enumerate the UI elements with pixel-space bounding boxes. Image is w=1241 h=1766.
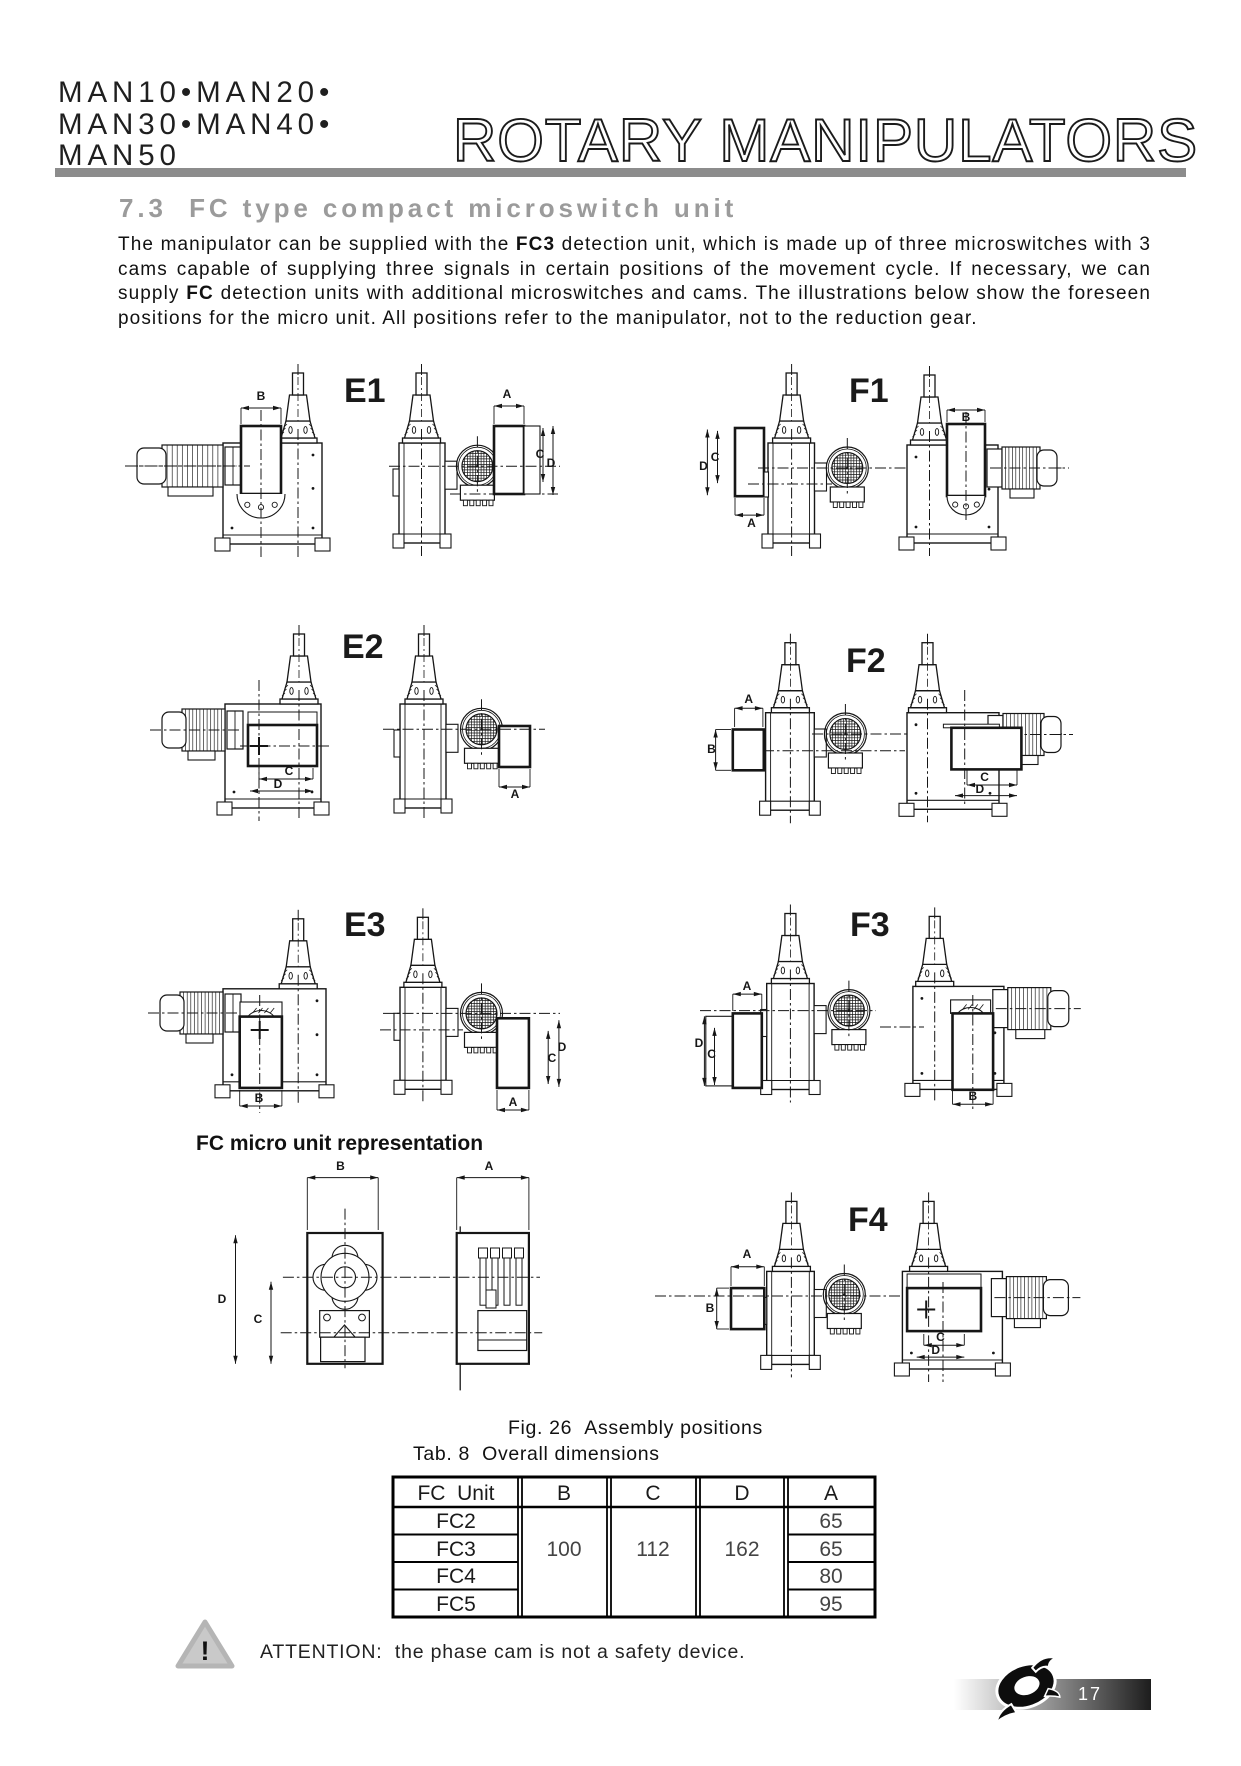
svg-text:100: 100 (546, 1538, 581, 1561)
svg-text:FC Unit: FC Unit (417, 1482, 494, 1505)
svg-text:162: 162 (724, 1538, 759, 1561)
svg-text:B: B (707, 742, 716, 756)
svg-text:A: A (747, 516, 756, 530)
svg-text:B: B (706, 1301, 715, 1315)
svg-text:D: D (218, 1292, 227, 1306)
svg-text:D: D (931, 1343, 940, 1357)
svg-text:A: A (743, 1247, 752, 1261)
svg-text:A: A (824, 1482, 838, 1505)
svg-text:FC4: FC4 (436, 1565, 476, 1588)
svg-text:!: ! (201, 1636, 210, 1666)
svg-text:65: 65 (819, 1538, 842, 1561)
svg-text:A: A (744, 692, 753, 706)
svg-text:FC3: FC3 (436, 1538, 476, 1561)
svg-text:FC2: FC2 (436, 1510, 476, 1533)
svg-text:D: D (547, 456, 556, 470)
svg-text:C: C (645, 1482, 660, 1505)
svg-text:A: A (485, 1159, 494, 1173)
svg-text:A: A (509, 1095, 518, 1109)
svg-text:95: 95 (819, 1593, 842, 1616)
svg-text:B: B (962, 410, 971, 424)
svg-text:D: D (695, 1036, 704, 1050)
svg-text:D: D (558, 1040, 567, 1054)
svg-text:112: 112 (636, 1538, 669, 1561)
svg-text:B: B (968, 1089, 977, 1103)
svg-text:C: C (707, 1047, 716, 1061)
svg-text:D: D (975, 782, 984, 796)
svg-text:A: A (511, 787, 520, 801)
svg-text:D: D (274, 777, 283, 791)
svg-text:C: C (536, 447, 545, 461)
svg-text:C: C (285, 764, 294, 778)
svg-text:D: D (734, 1482, 749, 1505)
svg-text:FC5: FC5 (436, 1593, 476, 1616)
svg-text:A: A (743, 979, 752, 993)
svg-text:C: C (980, 770, 989, 784)
svg-text:C: C (254, 1312, 263, 1326)
svg-text:D: D (699, 459, 708, 473)
svg-text:B: B (255, 1091, 264, 1105)
svg-text:B: B (557, 1482, 571, 1505)
svg-text:B: B (257, 389, 266, 403)
svg-text:65: 65 (819, 1510, 842, 1533)
svg-text:B: B (336, 1159, 345, 1173)
svg-text:A: A (503, 387, 512, 401)
svg-text:C: C (936, 1330, 945, 1344)
svg-text:80: 80 (819, 1565, 842, 1588)
svg-text:C: C (711, 450, 720, 464)
svg-text:C: C (548, 1051, 557, 1065)
